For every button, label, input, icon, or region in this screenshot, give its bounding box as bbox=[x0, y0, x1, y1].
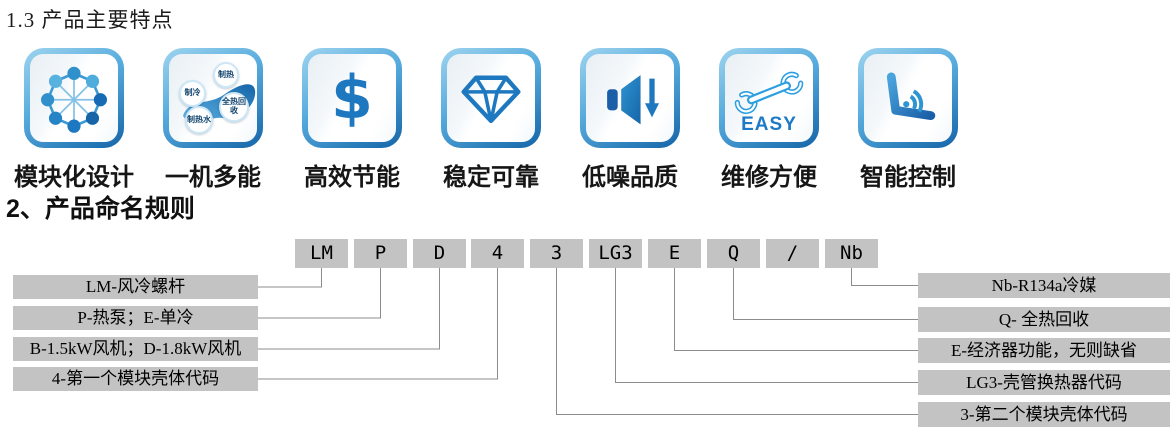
speaker-volume-down-icon bbox=[607, 75, 660, 125]
easy-caption: EASY bbox=[741, 114, 797, 135]
naming-label-heat-exchanger: LG3-壳管换热器代码 bbox=[918, 370, 1170, 395]
wrench-icon bbox=[734, 71, 804, 114]
feature-low-noise: 低噪品质 bbox=[580, 48, 680, 192]
feature-card bbox=[580, 48, 680, 148]
section-title-features: 1.3 产品主要特点 bbox=[6, 8, 174, 32]
naming-label-heat-recovery: Q- 全热回收 bbox=[918, 307, 1170, 332]
feature-label: 模块化设计 bbox=[14, 164, 134, 191]
code-box-d: D bbox=[413, 239, 466, 268]
feature-card-inner bbox=[864, 54, 952, 142]
feature-card-inner: EASY bbox=[725, 54, 813, 142]
naming-label-lm: LM-风冷螺杆 bbox=[13, 275, 258, 299]
feature-label: 高效节能 bbox=[304, 164, 400, 191]
feature-energy-saving: $ 高效节能 bbox=[302, 48, 402, 192]
code-box-lg3: LG3 bbox=[589, 239, 642, 268]
feature-card: EASY bbox=[719, 48, 819, 148]
naming-label-refrigerant: Nb-R134a冷媒 bbox=[918, 273, 1170, 298]
feature-card bbox=[858, 48, 958, 148]
dollar-icon: $ bbox=[331, 63, 373, 133]
section-title-naming-rules: 2、产品命名规则 bbox=[6, 195, 195, 223]
feature-card-inner bbox=[30, 54, 118, 142]
code-box-q: Q bbox=[707, 239, 760, 268]
naming-label-economizer: E-经济器功能，无则缺省 bbox=[918, 338, 1170, 363]
code-box-p: P bbox=[354, 239, 407, 268]
feature-easy-maintenance: EASY 维修方便 bbox=[719, 48, 819, 192]
feature-card-inner: $ bbox=[308, 54, 396, 142]
laptop-wifi-icon bbox=[886, 72, 936, 120]
feature-card: $ bbox=[302, 48, 402, 148]
feature-label: 智能控制 bbox=[860, 164, 956, 191]
feature-label: 低噪品质 bbox=[582, 164, 678, 191]
bubble-hot-water: 制热水 bbox=[185, 106, 213, 134]
feature-card-inner bbox=[586, 54, 674, 142]
naming-label-module2: 3-第二个模块壳体代码 bbox=[918, 402, 1170, 427]
feature-card-inner bbox=[447, 54, 535, 142]
bubble-cooling: 制冷 bbox=[179, 80, 206, 107]
module-wheel-icon bbox=[41, 66, 107, 133]
code-box-slash: / bbox=[766, 239, 819, 268]
feature-row: 模块化设计 制冷 制热 全热回收 制热水 bbox=[14, 48, 958, 192]
feature-modular-design: 模块化设计 bbox=[14, 48, 134, 192]
feature-label: 稳定可靠 bbox=[443, 164, 539, 191]
naming-label-fan: B-1.5kW风机；D-1.8kW风机 bbox=[13, 337, 258, 361]
code-box-nb: Nb bbox=[825, 239, 878, 268]
feature-card bbox=[441, 48, 541, 148]
feature-card-inner: 制冷 制热 全热回收 制热水 bbox=[169, 54, 257, 142]
naming-label-p-e: P-热泵；E-单冷 bbox=[13, 306, 258, 330]
code-box-lm: LM bbox=[295, 239, 348, 268]
code-box-4: 4 bbox=[471, 239, 524, 268]
naming-label-module1: 4-第一个模块壳体代码 bbox=[13, 367, 258, 391]
feature-multi-function: 制冷 制热 全热回收 制热水 一机多能 bbox=[163, 48, 263, 192]
bubble-heating: 制热 bbox=[213, 62, 239, 88]
diamond-icon bbox=[461, 75, 521, 124]
feature-reliable: 稳定可靠 bbox=[441, 48, 541, 192]
feature-card: 制冷 制热 全热回收 制热水 bbox=[163, 48, 263, 148]
feature-card bbox=[24, 48, 124, 148]
feature-smart-control: 智能控制 bbox=[858, 48, 958, 192]
feature-label: 维修方便 bbox=[721, 164, 817, 191]
feature-label: 一机多能 bbox=[165, 164, 261, 191]
code-box-e: E bbox=[648, 239, 701, 268]
code-box-3: 3 bbox=[530, 239, 583, 268]
bubble-heat-recovery: 全热回收 bbox=[219, 92, 249, 122]
